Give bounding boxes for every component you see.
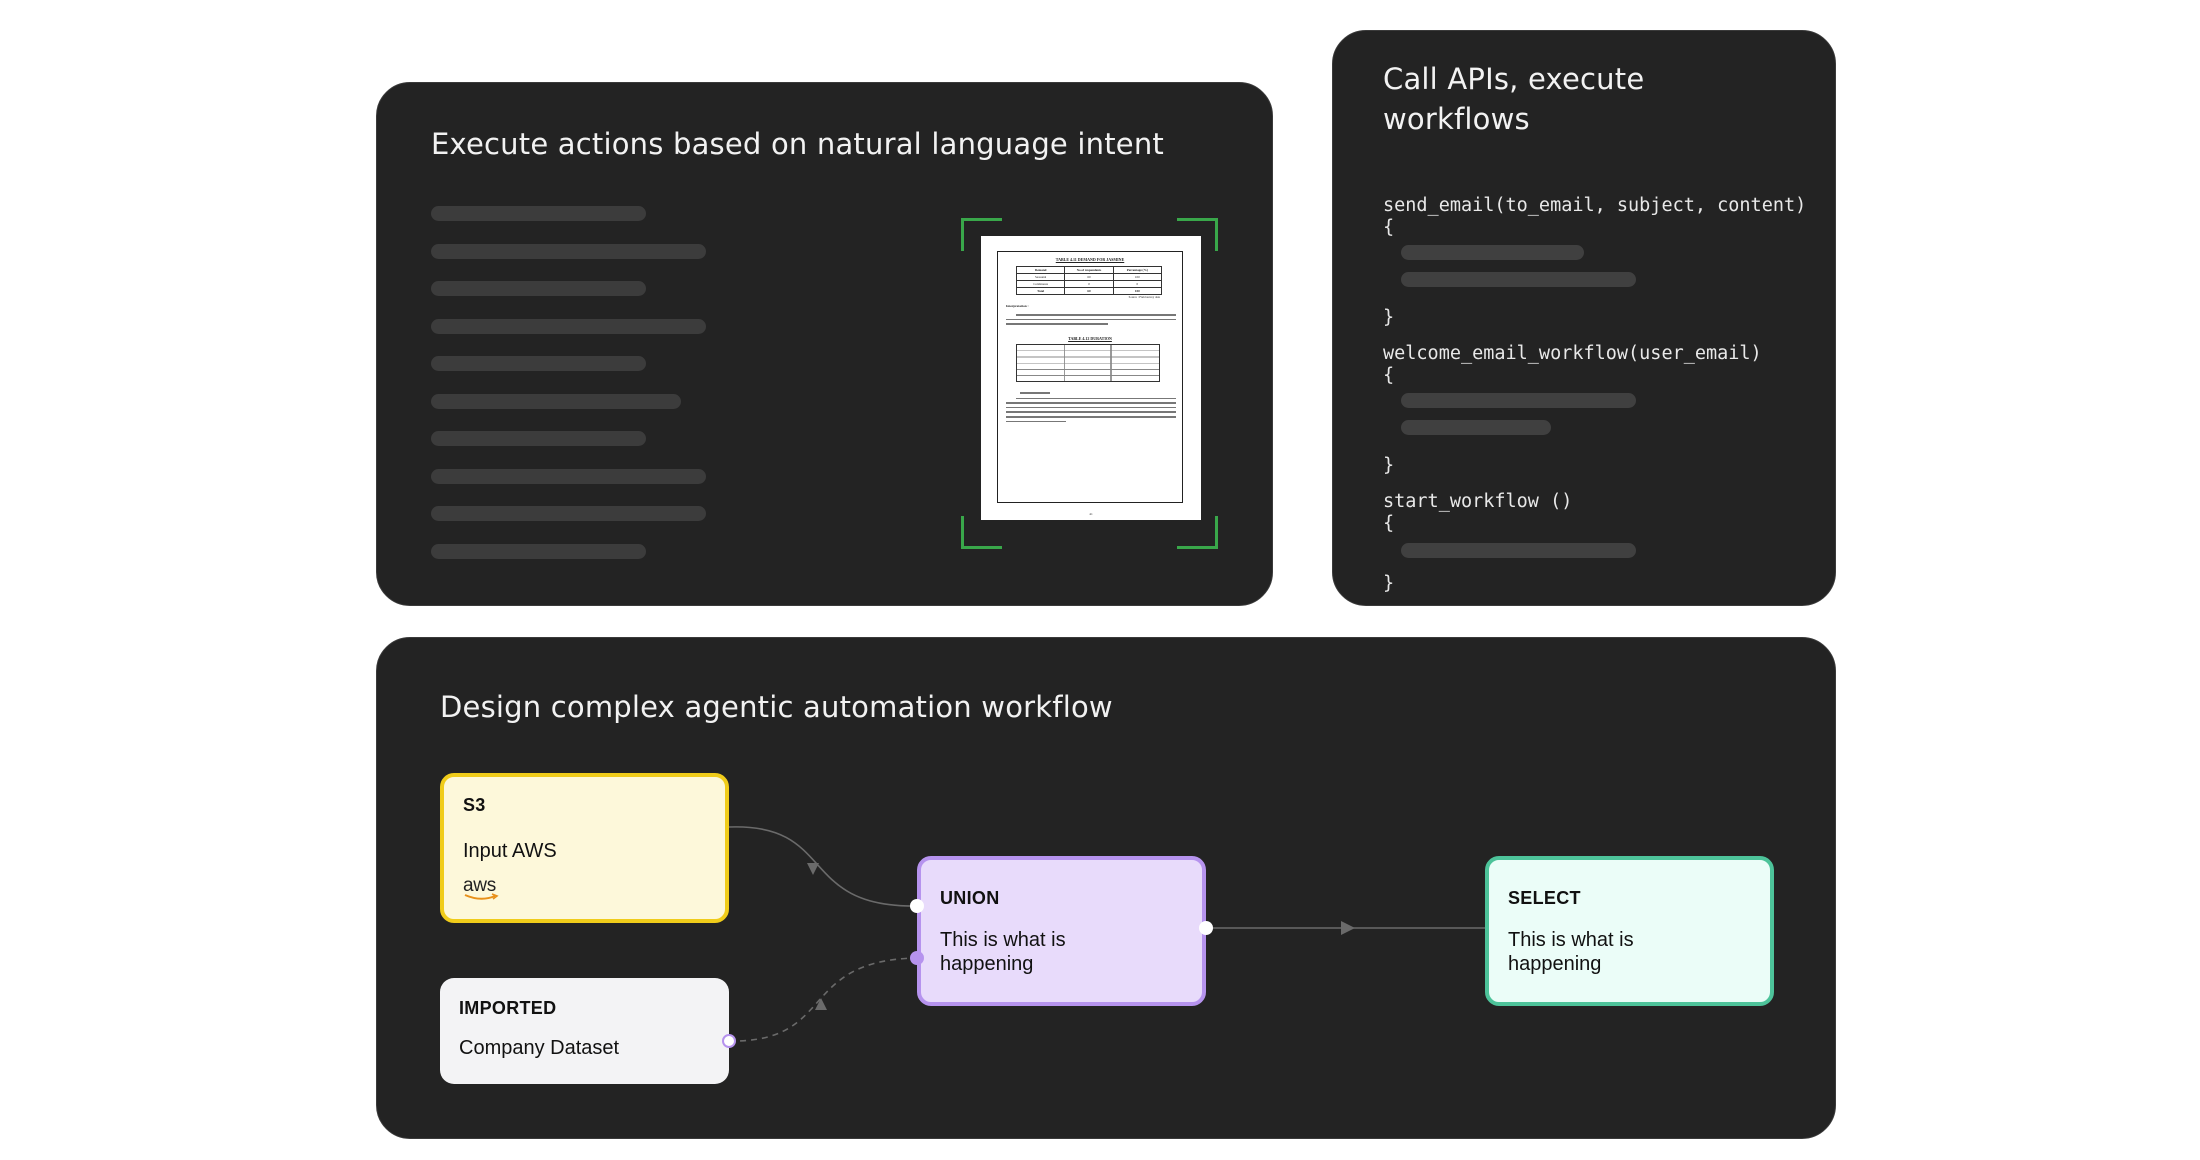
code-close-brace: } — [1383, 307, 1395, 328]
doc-heading: TABLE 4.11 DEMAND FOR JASMINE — [1055, 257, 1125, 262]
skeleton-line — [431, 356, 646, 371]
scan-corner-top-right — [1177, 218, 1218, 251]
code-signature: start_workflow () — [1383, 491, 1573, 512]
union-input-port-top[interactable] — [910, 899, 924, 913]
scan-corner-bottom-left — [961, 516, 1002, 549]
union-output-port[interactable] — [1199, 921, 1213, 935]
document-preview: TABLE 4.11 DEMAND FOR JASMINE Demand No … — [981, 236, 1201, 520]
skeleton-line — [431, 544, 646, 559]
edge-imported-to-union — [728, 957, 918, 1042]
skeleton-line — [431, 206, 646, 221]
imported-output-port[interactable] — [722, 1034, 736, 1048]
code-skeleton-line — [1401, 420, 1551, 435]
doc-paragraph — [1006, 314, 1176, 325]
doc-interpretation: Interpretation : — [1006, 304, 1029, 308]
doc-table-cell: 60 — [1065, 288, 1114, 294]
node-body-line: happening — [940, 953, 1034, 975]
code-skeleton-line — [1401, 245, 1584, 260]
code-skeleton-line — [1401, 543, 1636, 558]
node-body-text: Input AWS — [463, 840, 557, 862]
aws-logo-text: aws — [463, 875, 496, 896]
node-body-line: happening — [1508, 953, 1602, 975]
code-signature: send_email(to_email, subject, content) — [1383, 195, 1807, 216]
edge-arrow-icon — [1341, 921, 1355, 935]
imported-node[interactable]: IMPORTED Company Dataset — [440, 978, 729, 1084]
node-type-label: SELECT — [1508, 888, 1581, 908]
doc-table-header: Demand — [1017, 267, 1066, 273]
doc-table-2 — [1016, 344, 1160, 382]
scan-corner-top-left — [961, 218, 1002, 251]
edge-s3-to-union — [728, 826, 918, 907]
node-body-text: This is what is happening — [1508, 928, 1634, 976]
doc-page-number: 41 — [1089, 512, 1093, 516]
doc-table-cell: Continuous — [1017, 281, 1066, 287]
code-open-brace: { — [1383, 217, 1395, 238]
node-type-label: IMPORTED — [459, 998, 557, 1018]
api-card-title: Call APIs, execute workflows — [1383, 62, 1645, 136]
skeleton-line — [431, 394, 681, 409]
edge-arrow-icon — [807, 863, 819, 875]
skeleton-line — [431, 469, 706, 484]
node-type-label: UNION — [940, 888, 1000, 908]
node-body-text: Company Dataset — [459, 1037, 620, 1059]
s3-node[interactable]: S3 Input AWS aws — [440, 773, 729, 923]
doc-table-cell: 0 — [1065, 281, 1114, 287]
union-node[interactable]: UNION This is what is happening — [917, 856, 1206, 1006]
doc-source: Source : Field survey data — [1128, 295, 1160, 299]
code-skeleton-line — [1401, 272, 1636, 287]
doc-table-header: Percentage (%) — [1126, 268, 1148, 272]
union-input-port-bottom[interactable] — [910, 951, 924, 965]
doc-table-cell: 100 — [1134, 275, 1140, 279]
doc-table-cell: 100 — [1134, 289, 1140, 293]
workflow-edges — [728, 826, 1485, 1042]
edge-arrow-icon — [815, 998, 827, 1010]
code-skeleton-line — [1401, 393, 1636, 408]
workflow-card-title: Design complex agentic automation workfl… — [440, 690, 1113, 724]
doc-heading: TABLE 4.12 DURATION — [1068, 336, 1112, 341]
skeleton-line — [431, 244, 706, 259]
intent-card-title: Execute actions based on natural languag… — [431, 127, 1164, 161]
node-body-line: This is what is — [1508, 929, 1634, 951]
doc-table: Demand No of respondents Percentage (%) … — [1016, 266, 1162, 295]
aws-logo-icon: aws — [463, 875, 503, 905]
code-close-brace: } — [1383, 455, 1395, 476]
doc-paragraph — [1006, 392, 1176, 423]
doc-table-cell: 60 — [1065, 274, 1114, 280]
skeleton-line — [431, 281, 646, 296]
api-card: Call APIs, execute workflows send_email(… — [1332, 30, 1836, 606]
select-node[interactable]: SELECT This is what is happening — [1485, 856, 1774, 1006]
intent-card: Execute actions based on natural languag… — [376, 82, 1273, 606]
doc-table-cell: Seasonal — [1017, 274, 1066, 280]
doc-table-header: No of respondents — [1065, 267, 1114, 273]
code-signature: welcome_email_workflow(user_email) — [1383, 343, 1762, 364]
skeleton-line — [431, 506, 706, 521]
skeleton-line — [431, 319, 706, 334]
scan-corner-bottom-right — [1177, 516, 1218, 549]
code-open-brace: { — [1383, 365, 1395, 386]
node-type-label: S3 — [463, 795, 486, 815]
doc-table-cell: Total — [1017, 288, 1066, 294]
node-body-line: This is what is — [940, 929, 1066, 951]
workflow-card: Design complex agentic automation workfl… — [376, 637, 1836, 1139]
code-close-brace: } — [1383, 573, 1395, 594]
code-open-brace: { — [1383, 513, 1395, 534]
node-body-text: This is what is happening — [940, 928, 1066, 976]
doc-table-cell: 0 — [1136, 282, 1139, 286]
skeleton-line — [431, 431, 646, 446]
